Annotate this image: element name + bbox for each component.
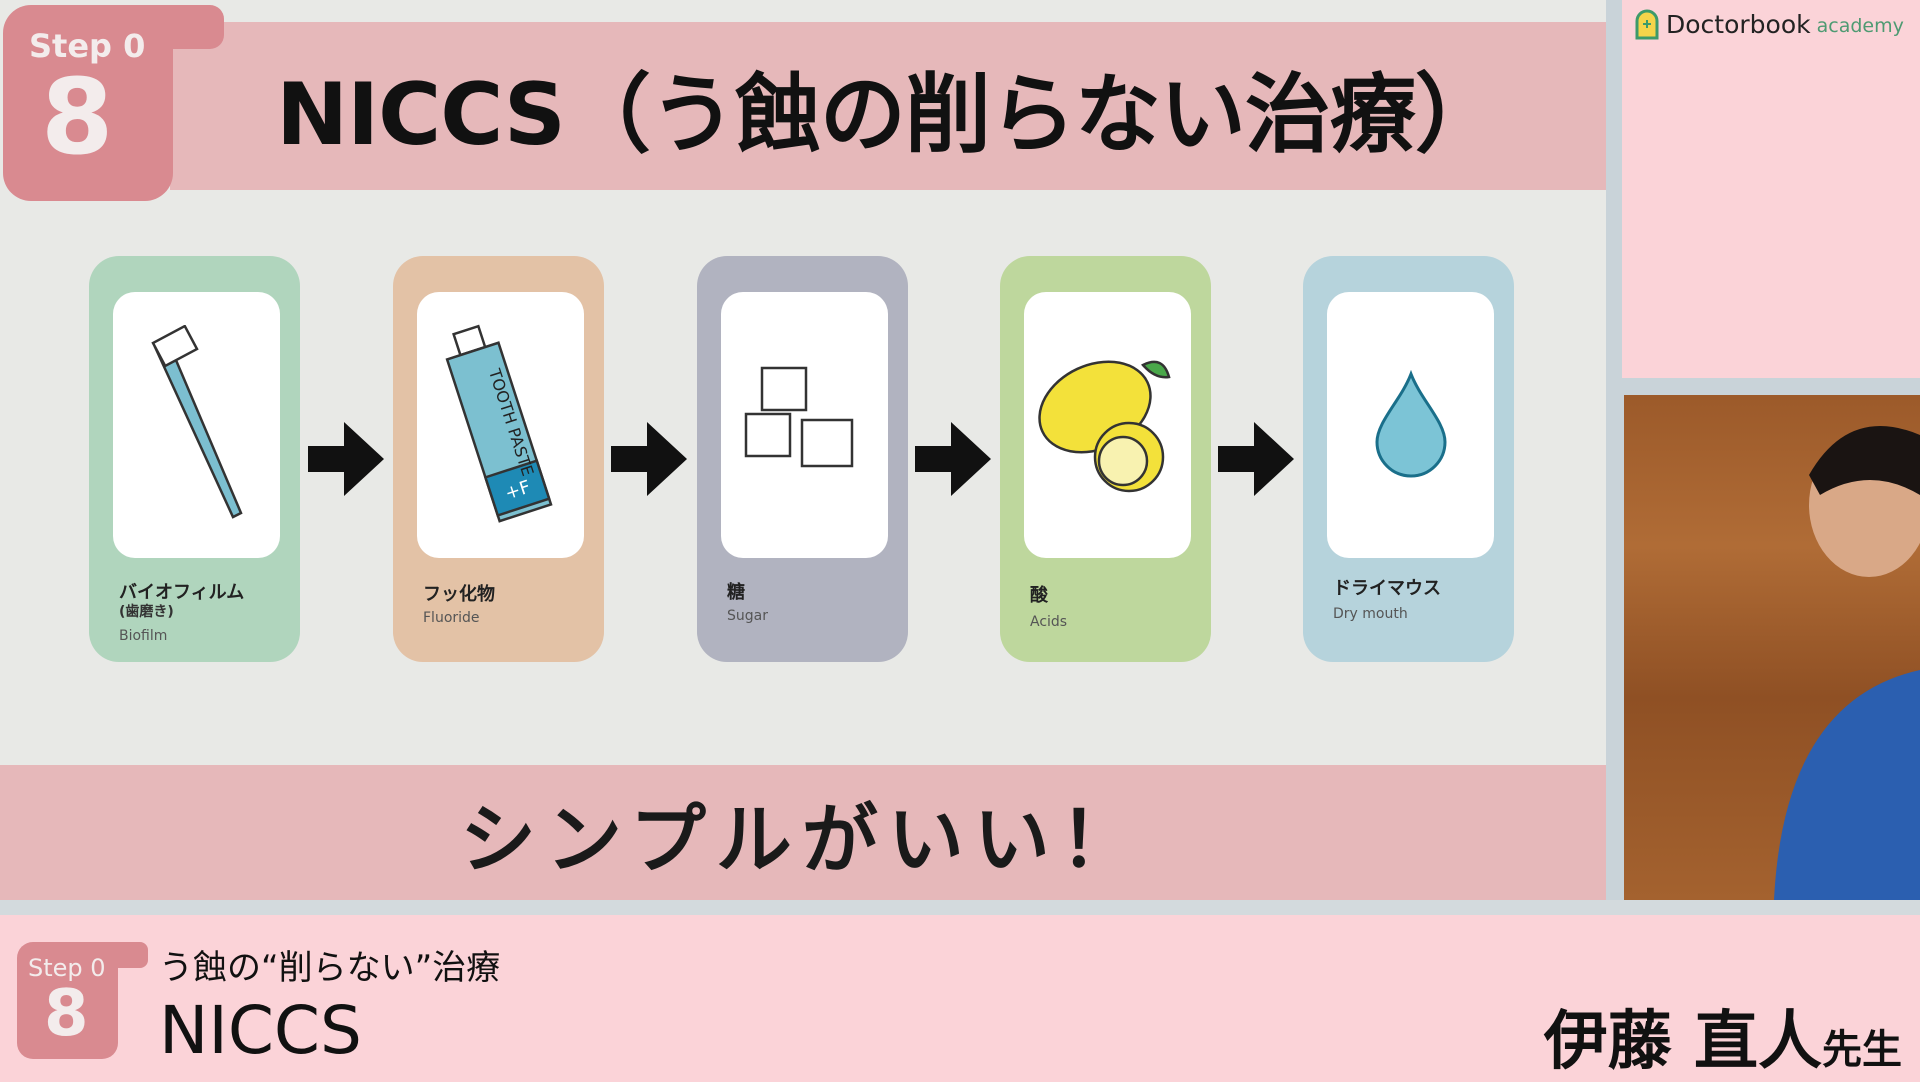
step-number: 8	[41, 56, 114, 178]
presenter-figure	[1774, 426, 1920, 900]
card-en-label: Fluoride	[423, 610, 480, 626]
water-drop-icon	[1374, 370, 1447, 478]
card-jp-label: 酸	[1030, 585, 1048, 606]
presenter-video	[1624, 395, 1920, 900]
card-en-label: Dry mouth	[1333, 606, 1408, 622]
card-en-label: Biofilm	[119, 628, 168, 644]
step-label: Step 0	[28, 954, 106, 982]
logo-brand: Doctorbook	[1666, 9, 1811, 39]
slide-banner: シンプルがいい！	[0, 765, 1606, 900]
toothpaste-icon: TOOTH PASTE+F	[445, 324, 553, 523]
step-badge: Step 0 8	[3, 5, 173, 201]
arrow-right-icon	[915, 422, 991, 496]
arrow-right-icon	[308, 422, 384, 496]
sugar-cubes-icon	[744, 366, 853, 468]
card-en-label: Acids	[1030, 614, 1068, 630]
toothbrush-icon	[150, 325, 243, 519]
lower-third	[0, 915, 1920, 1080]
card-sub-label: (歯磨き)	[119, 604, 174, 620]
card-en-label: Sugar	[727, 608, 768, 624]
teacher-name-text: 伊藤 直人	[1543, 1005, 1822, 1079]
card-biofilm: バイオフィルム (歯磨き) Biofilm	[89, 256, 300, 662]
card-jp-label: 糖	[727, 582, 745, 603]
card-sugar: 糖 Sugar	[697, 256, 908, 662]
divider	[0, 900, 1920, 915]
doctorbook-logo: Doctorbook academy	[1634, 8, 1904, 40]
card-dry-mouth: ドライマウス Dry mouth	[1303, 256, 1514, 662]
card-acids: 酸 Acids	[1000, 256, 1211, 662]
title-band	[170, 22, 1606, 190]
card-fluoride: TOOTH PASTE+F フッ化物 Fluoride	[393, 256, 604, 662]
divider	[1606, 0, 1624, 900]
lesson-subtitle: う蝕の“削らない”治療	[159, 948, 501, 988]
card-jp-label: ドライマウス	[1333, 578, 1441, 599]
logo-icon	[1635, 9, 1659, 40]
teacher-name: 伊藤 直人先生	[1544, 990, 1902, 1082]
lemon-icon	[1037, 360, 1171, 493]
card-jp-label: フッ化物	[423, 584, 495, 605]
slide-title: NICCS（う蝕の削らない治療）	[276, 64, 1501, 165]
lower-step-badge: Step 0 8	[17, 942, 118, 1059]
arrow-right-icon	[611, 422, 687, 496]
lesson-name: NICCS	[159, 992, 362, 1069]
lecture-slide: NICCS（う蝕の削らない治療） Step 0 8 バイオフィルム (歯磨き) …	[0, 0, 1606, 900]
card-jp-label: バイオフィルム	[119, 582, 245, 603]
teacher-honorific: 先生	[1822, 1027, 1902, 1073]
step-number: 8	[44, 977, 89, 1051]
step-label: Step 0	[29, 27, 146, 65]
logo-suffix: academy	[1816, 15, 1904, 37]
divider	[1622, 378, 1920, 395]
logo-panel	[1622, 0, 1920, 378]
arrow-right-icon	[1218, 422, 1294, 496]
